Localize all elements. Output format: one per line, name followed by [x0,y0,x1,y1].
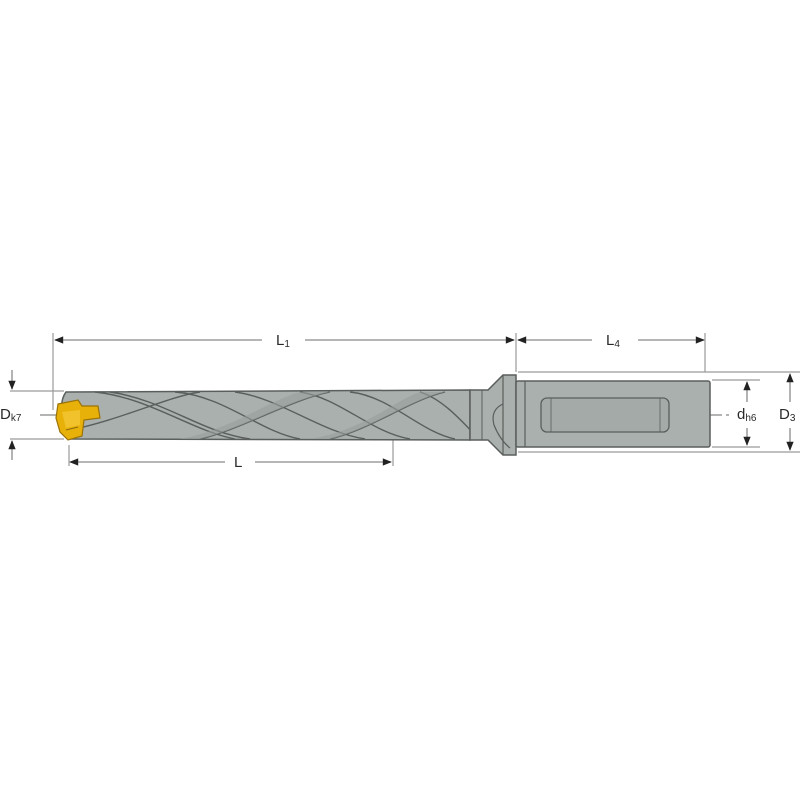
label-L1-sub: 1 [284,339,290,350]
label-L1: L1 [276,333,290,350]
label-L4-main: L [606,332,615,349]
label-L1-main: L [276,332,285,349]
label-D3-main: D [779,406,790,423]
label-L4: L4 [606,333,620,350]
drill-insert [55,399,101,441]
drill-shank [515,380,711,448]
label-dh6-sub: h6 [745,413,757,424]
label-dh6-main: d [737,406,746,423]
label-D3: D3 [779,407,795,424]
label-L-main: L [234,454,243,471]
label-D3-sub: 3 [789,413,796,424]
dimension-lines [8,336,794,466]
label-Dk7-sub: k7 [10,413,22,424]
label-Dk7-main: D [0,406,11,423]
label-L4-sub: 4 [614,339,620,350]
extension-lines [10,333,800,466]
label-dh6: dh6 [737,407,756,424]
drill-collar [469,374,517,456]
label-L: L [234,455,242,470]
label-Dk7: Dk7 [0,407,21,424]
drill-body [60,389,481,441]
shank-flat [540,397,670,433]
